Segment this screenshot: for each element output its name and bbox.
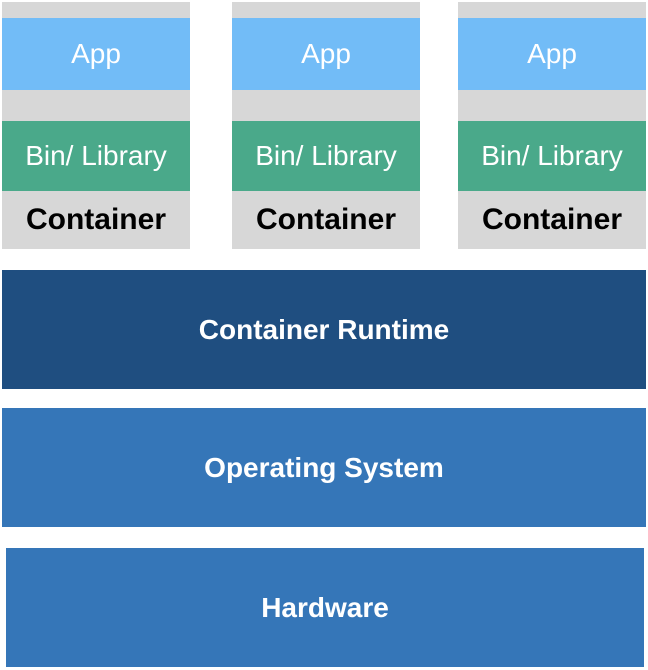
app-block: App [2, 18, 190, 90]
container-block-3: App Bin/ Library Container [458, 2, 646, 249]
container-label: Container [25, 203, 166, 236]
container-block-1: App Bin/ Library Container [2, 2, 190, 249]
container-runtime-layer: Container Runtime [2, 270, 646, 389]
app-block: App [458, 18, 646, 90]
container-block-2: App Bin/ Library Container [232, 2, 420, 249]
hardware-layer: Hardware [6, 548, 644, 667]
container-label: Container [481, 203, 622, 236]
container-label: Container [255, 203, 396, 236]
bin-library-block: Bin/ Library [458, 121, 646, 191]
bin-library-block: Bin/ Library [232, 121, 420, 191]
app-block: App [232, 18, 420, 90]
bin-library-block: Bin/ Library [2, 121, 190, 191]
operating-system-layer: Operating System [2, 408, 646, 527]
